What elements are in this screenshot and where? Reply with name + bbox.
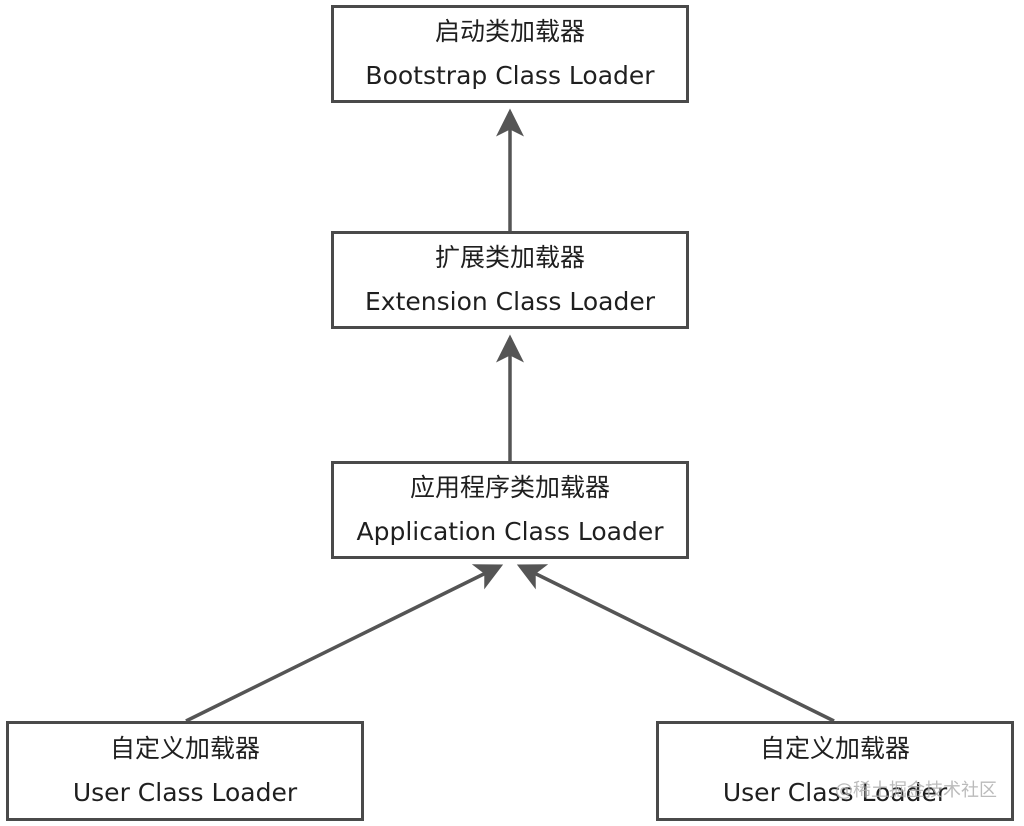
node-label-en: User Class Loader [72, 778, 298, 807]
node-label-cn: 启动类加载器 [434, 17, 585, 46]
node-user-class-loader-right: 自定义加载器 User Class Loader [656, 721, 1014, 821]
node-user-class-loader-left: 自定义加载器 User Class Loader [6, 721, 364, 821]
edge-user-right-to-application [516, 564, 835, 723]
node-label-cn: 自定义加载器 [109, 734, 260, 763]
node-bootstrap-class-loader: 启动类加载器 Bootstrap Class Loader [331, 5, 689, 103]
node-label-cn: 应用程序类加载器 [409, 473, 610, 502]
node-label-cn: 自定义加载器 [759, 734, 910, 763]
node-label-en: Bootstrap Class Loader [365, 61, 655, 90]
node-application-class-loader: 应用程序类加载器 Application Class Loader [331, 461, 689, 559]
node-label-en: User Class Loader [722, 778, 948, 807]
node-label-en: Application Class Loader [356, 517, 664, 546]
node-label-cn: 扩展类加载器 [434, 243, 585, 272]
watermark: @稀土掘金技术社区 [835, 780, 997, 801]
node-extension-class-loader: 扩展类加载器 Extension Class Loader [331, 231, 689, 329]
edge-user-left-to-application [185, 564, 504, 723]
node-label-en: Extension Class Loader [364, 287, 656, 316]
